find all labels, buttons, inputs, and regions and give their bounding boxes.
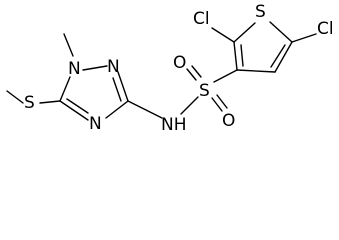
bond-so2-thiophene: [213, 69, 238, 83]
bond-n2-c3: [117, 71, 129, 102]
structure-svg: S N N N NH S O O Cl Cl S: [6, 2, 334, 135]
atom-cl-right: Cl: [317, 19, 334, 39]
bond-c2-cl: [211, 27, 235, 43]
atom-o-bottom: O: [222, 111, 235, 131]
bond-th-c5-c4-inner: [270, 44, 286, 68]
atom-s-thioether: S: [24, 93, 35, 113]
bond-n4-c5-inner: [66, 98, 89, 114]
bond-th-c2-s: [233, 22, 256, 43]
bonds: [6, 21, 317, 121]
bond-n2-c3-inner: [112, 77, 122, 102]
atom-s-thiophene: S: [255, 2, 266, 22]
bond-s-o-bottom: [211, 97, 223, 112]
atom-cl-left: Cl: [193, 9, 210, 29]
bond-th-c3-c2-inner: [240, 44, 244, 67]
atom-o-top: O: [173, 53, 186, 73]
atom-labels: S N N N NH S O O Cl Cl S: [24, 2, 334, 135]
bond-c5-cl: [291, 33, 317, 43]
bond-c3-nh: [127, 100, 163, 119]
atom-n2: N: [107, 57, 120, 77]
atom-s-sulfonyl: S: [199, 81, 210, 101]
bond-n1-methyl: [63, 33, 74, 57]
bond-c5-n1: [59, 76, 71, 102]
bond-th-s-c5: [269, 21, 293, 43]
molecule-diagram: S N N N NH S O O Cl Cl S: [6, 2, 334, 135]
bond-s-o-top: [186, 68, 197, 81]
bond-s-o-top-2: [191, 65, 202, 78]
bond-th-c3-c2: [233, 41, 238, 71]
bond-s-c5: [39, 100, 61, 104]
bond-c3-n4: [105, 100, 129, 119]
atom-n1: N: [68, 59, 81, 79]
bond-ch3-s: [6, 90, 24, 104]
atom-n4: N: [89, 114, 102, 134]
bond-th-c4-c3: [236, 69, 276, 73]
atom-nh: NH: [161, 115, 187, 135]
bond-nh-so2: [180, 96, 199, 115]
bond-s-o-bottom-2: [216, 94, 228, 109]
bond-th-c5-c4: [274, 41, 293, 73]
bond-n1-n2: [82, 65, 108, 71]
bond-n4-c5: [59, 100, 89, 121]
